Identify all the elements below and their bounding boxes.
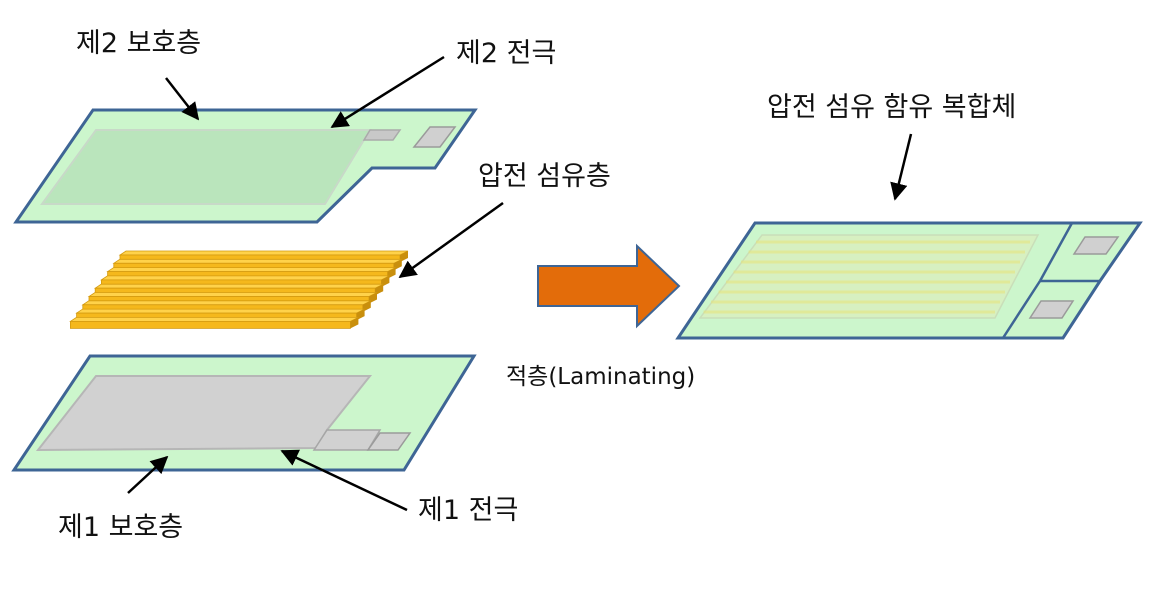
piezo-fiber-layer: [70, 251, 408, 328]
label-second-electrode: 제2 전극: [456, 40, 556, 67]
laminating-arrow-icon: [538, 246, 679, 326]
label-second-protective-layer: 제2 보호층: [76, 30, 201, 57]
label-lamination: 적층(Laminating): [506, 366, 695, 389]
piezo-fiber-top: [120, 251, 408, 255]
label-piezo-fiber-layer: 압전 섬유층: [478, 163, 611, 190]
callout-composite: [895, 134, 911, 199]
piezo-fiber-top: [83, 301, 371, 305]
callout-piezo-fiber-layer: [400, 203, 503, 277]
piezo-fiber-top: [101, 276, 389, 280]
piezo-fiber-top: [77, 309, 365, 313]
piezo-fiber-top: [89, 293, 377, 297]
label-composite: 압전 섬유 함유 복합체: [767, 94, 1016, 121]
piezo-fiber-top: [70, 317, 358, 321]
label-first-electrode: 제1 전극: [418, 497, 518, 524]
piezo-fiber-top: [95, 284, 383, 288]
piezo-fiber: [70, 321, 350, 328]
piezo-fiber-top: [108, 268, 396, 272]
label-first-protective-layer: 제1 보호층: [58, 514, 183, 541]
piezo-fiber-top: [114, 259, 402, 263]
